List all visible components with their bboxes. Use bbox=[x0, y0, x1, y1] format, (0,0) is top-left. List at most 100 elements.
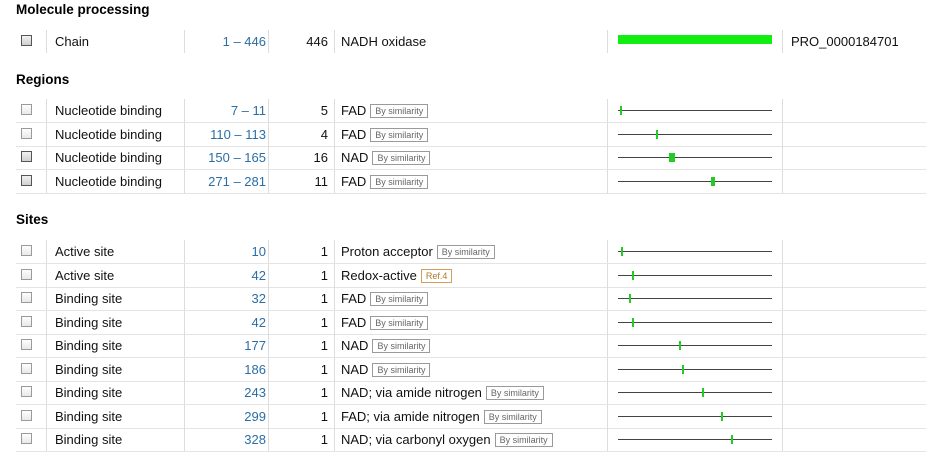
feature-length: 1 bbox=[268, 381, 334, 404]
row-checkbox[interactable] bbox=[21, 245, 32, 256]
feature-marker bbox=[655, 129, 658, 139]
feature-marker bbox=[701, 388, 704, 397]
row-checkbox[interactable] bbox=[21, 151, 32, 162]
evidence-badge[interactable]: By similarity bbox=[372, 151, 431, 165]
row-checkbox[interactable] bbox=[21, 268, 32, 280]
feature-graphic bbox=[608, 123, 782, 146]
feature-length: 1 bbox=[268, 334, 334, 357]
row-checkbox[interactable] bbox=[21, 386, 32, 397]
position-link[interactable]: 32 bbox=[184, 287, 268, 310]
feature-marker bbox=[632, 317, 635, 327]
row-checkbox[interactable] bbox=[21, 315, 32, 327]
position-link[interactable]: 10 bbox=[184, 240, 268, 263]
position-link[interactable]: 243 bbox=[184, 381, 268, 404]
feature-id bbox=[782, 146, 926, 169]
feature-graphic bbox=[608, 358, 782, 381]
feature-id bbox=[782, 99, 926, 122]
evidence-badge[interactable]: By similarity bbox=[483, 409, 542, 424]
row-checkbox[interactable] bbox=[21, 339, 32, 350]
feature-length: 16 bbox=[268, 146, 334, 169]
feature-marker bbox=[730, 435, 733, 444]
feature-length: 446 bbox=[268, 30, 334, 53]
feature-type: Binding site bbox=[46, 287, 184, 310]
row-checkbox[interactable] bbox=[21, 174, 32, 186]
position-link[interactable]: 186 bbox=[184, 357, 268, 381]
position-link[interactable]: 42 bbox=[184, 310, 268, 334]
evidence-badge[interactable]: By similarity bbox=[372, 362, 431, 377]
position-link[interactable]: 299 bbox=[184, 404, 268, 428]
evidence-badge[interactable]: By similarity bbox=[370, 174, 429, 189]
feature-graphic bbox=[608, 405, 782, 428]
sequence-track bbox=[618, 180, 772, 182]
row-checkbox[interactable] bbox=[21, 362, 32, 374]
description-text: NAD; via amide nitrogen bbox=[341, 385, 482, 400]
feature-marker bbox=[620, 106, 623, 115]
row-checkbox[interactable] bbox=[21, 104, 32, 115]
row-checkbox[interactable] bbox=[21, 292, 32, 303]
row-checkbox[interactable] bbox=[21, 127, 32, 139]
feature-graphic bbox=[608, 334, 782, 357]
feature-id bbox=[782, 357, 926, 381]
feature-type: Binding site bbox=[46, 334, 184, 357]
evidence-badge[interactable]: By similarity bbox=[370, 104, 429, 118]
description-text: FAD bbox=[341, 126, 367, 142]
position-link[interactable]: 328 bbox=[184, 428, 268, 451]
evidence-badge[interactable]: By similarity bbox=[370, 292, 429, 306]
table-row-chain: Chain 1 – 446 446 NADH oxidase PRO_00001… bbox=[16, 30, 926, 53]
feature-graphic bbox=[608, 240, 782, 263]
position-link[interactable]: 110 – 113 bbox=[184, 122, 268, 146]
section-title-sites: Sites bbox=[16, 212, 49, 227]
description-text: NAD; via carbonyl oxygen bbox=[341, 432, 491, 447]
sequence-track bbox=[618, 392, 772, 393]
description-text: NAD bbox=[341, 150, 369, 165]
row-checkbox[interactable] bbox=[21, 35, 32, 46]
feature-type: Binding site bbox=[46, 404, 184, 428]
position-link[interactable]: 271 – 281 bbox=[184, 169, 268, 193]
feature-id bbox=[782, 334, 926, 357]
position-link[interactable]: 150 – 165 bbox=[184, 146, 268, 169]
feature-length: 1 bbox=[268, 428, 334, 451]
feature-graphic bbox=[608, 287, 782, 310]
evidence-badge[interactable]: By similarity bbox=[494, 433, 553, 447]
evidence-badge[interactable]: By similarity bbox=[370, 315, 429, 330]
description-text: FAD bbox=[341, 291, 367, 306]
feature-marker bbox=[720, 411, 723, 421]
position-link[interactable]: 42 bbox=[184, 263, 268, 287]
feature-type: Nucleotide binding bbox=[46, 122, 184, 146]
evidence-badge[interactable]: Ref.4 bbox=[420, 268, 453, 283]
row-checkbox[interactable] bbox=[21, 409, 32, 421]
section-title-regions: Regions bbox=[16, 72, 70, 87]
feature-graphic bbox=[608, 99, 782, 122]
row-checkbox[interactable] bbox=[21, 433, 32, 444]
evidence-badge[interactable]: By similarity bbox=[485, 386, 544, 400]
position-link[interactable]: 177 bbox=[184, 334, 268, 357]
sequence-track bbox=[618, 133, 772, 135]
chain-bar bbox=[618, 35, 772, 44]
feature-length: 1 bbox=[268, 310, 334, 334]
evidence-badge[interactable]: By similarity bbox=[436, 245, 495, 259]
sequence-track bbox=[618, 321, 772, 323]
position-link[interactable]: 1 – 446 bbox=[184, 30, 268, 53]
feature-length: 4 bbox=[268, 122, 334, 146]
feature-marker bbox=[632, 270, 635, 280]
feature-type: Binding site bbox=[46, 428, 184, 451]
position-link[interactable]: 7 – 11 bbox=[184, 99, 268, 122]
evidence-badge[interactable]: By similarity bbox=[372, 339, 431, 353]
evidence-badge[interactable]: By similarity bbox=[370, 127, 429, 142]
description-text: NADH oxidase bbox=[341, 34, 427, 49]
feature-graphic bbox=[608, 170, 782, 193]
feature-id bbox=[782, 428, 926, 451]
feature-type: Binding site bbox=[46, 357, 184, 381]
